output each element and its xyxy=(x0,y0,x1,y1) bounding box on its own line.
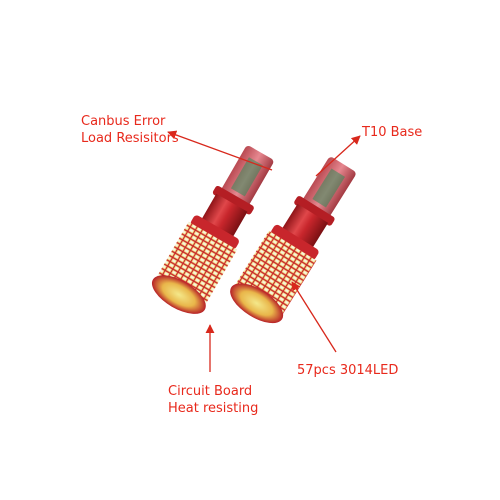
canbus-label: Canbus Error Load Resisitors xyxy=(81,113,179,147)
circuit-board-label-line1: Circuit Board xyxy=(168,384,253,399)
leds-label: 57pcs 3014LED xyxy=(297,363,399,378)
canbus-label-line1: Canbus Error xyxy=(81,114,166,129)
left-bulb-end-cap xyxy=(151,275,206,314)
right-bulb-neck xyxy=(281,203,329,249)
canbus-label-line2: Load Resisitors xyxy=(81,131,179,146)
left-bulb-neck xyxy=(201,193,248,238)
t10-base-arrow-icon xyxy=(315,135,361,177)
canbus-arrow-icon xyxy=(167,130,273,171)
leds-arrow-icon xyxy=(291,281,337,353)
t10-base-label: T10 Base xyxy=(362,125,423,140)
right-bulb-end-cap xyxy=(230,283,284,324)
circuit-board-label-line2: Heat resisting xyxy=(168,401,259,416)
circuit-board-label: Circuit Board Heat resisting xyxy=(168,383,258,417)
right-bulb xyxy=(230,157,356,324)
left-bulb xyxy=(151,146,274,314)
